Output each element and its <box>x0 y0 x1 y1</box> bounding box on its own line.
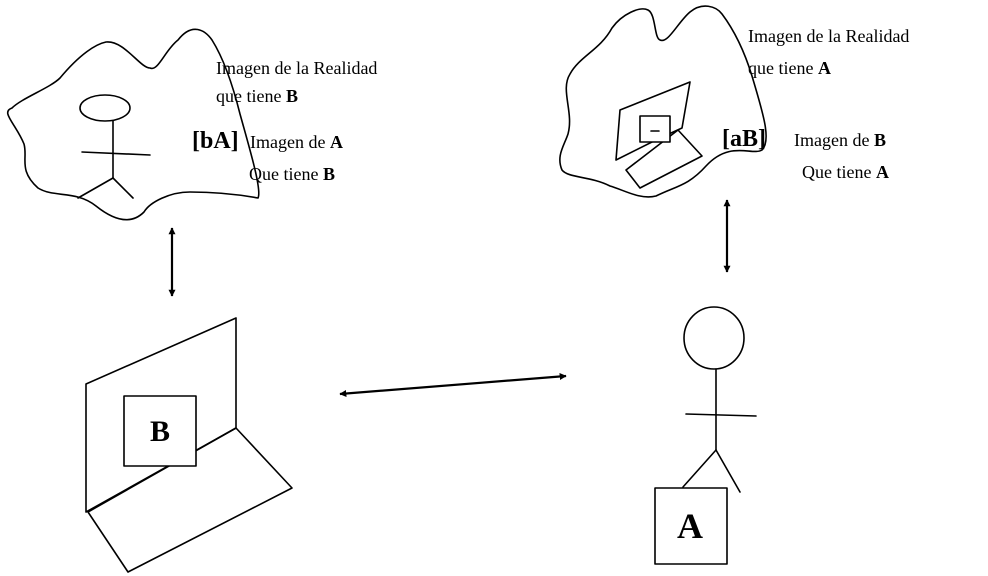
person-a-label-box <box>654 487 728 565</box>
right-reality-line2: que tiene A <box>748 58 831 78</box>
right-tag-aB: [aB] <box>722 126 766 152</box>
left-cloud-stick-figure <box>77 94 151 199</box>
right-reality-line1: Imagen de la Realidad <box>748 26 909 46</box>
right-image-line2: Que tiene A <box>802 162 889 182</box>
right-thought-cloud: Imagen de la Realidad que tiene A [aB] I… <box>559 5 909 198</box>
left-image-line1: Imagen de A <box>250 132 343 152</box>
left-tag-bA: [bA] <box>192 128 239 154</box>
left-image-line2: Que tiene B <box>249 164 335 184</box>
left-cloud-outline <box>6 28 260 221</box>
right-cloud-laptop <box>615 81 703 189</box>
stick-figure-head <box>79 94 131 122</box>
horizontal-double-arrow <box>339 373 567 397</box>
person-a-label: A <box>677 506 703 546</box>
left-reality-line1: Imagen de la Realidad <box>216 58 377 78</box>
computer-b: B <box>85 317 293 573</box>
left-thought-cloud: Imagen de la Realidad que tiene B [bA] I… <box>6 28 377 221</box>
right-image-line1: Imagen de B <box>794 130 886 150</box>
person-a: A <box>654 306 757 565</box>
right-cloud-outline <box>559 5 767 198</box>
person-a-head <box>683 306 745 370</box>
left-reality-line2: que tiene B <box>216 86 298 106</box>
computer-b-label: B <box>150 415 170 448</box>
computer-b-label-box <box>123 395 197 467</box>
